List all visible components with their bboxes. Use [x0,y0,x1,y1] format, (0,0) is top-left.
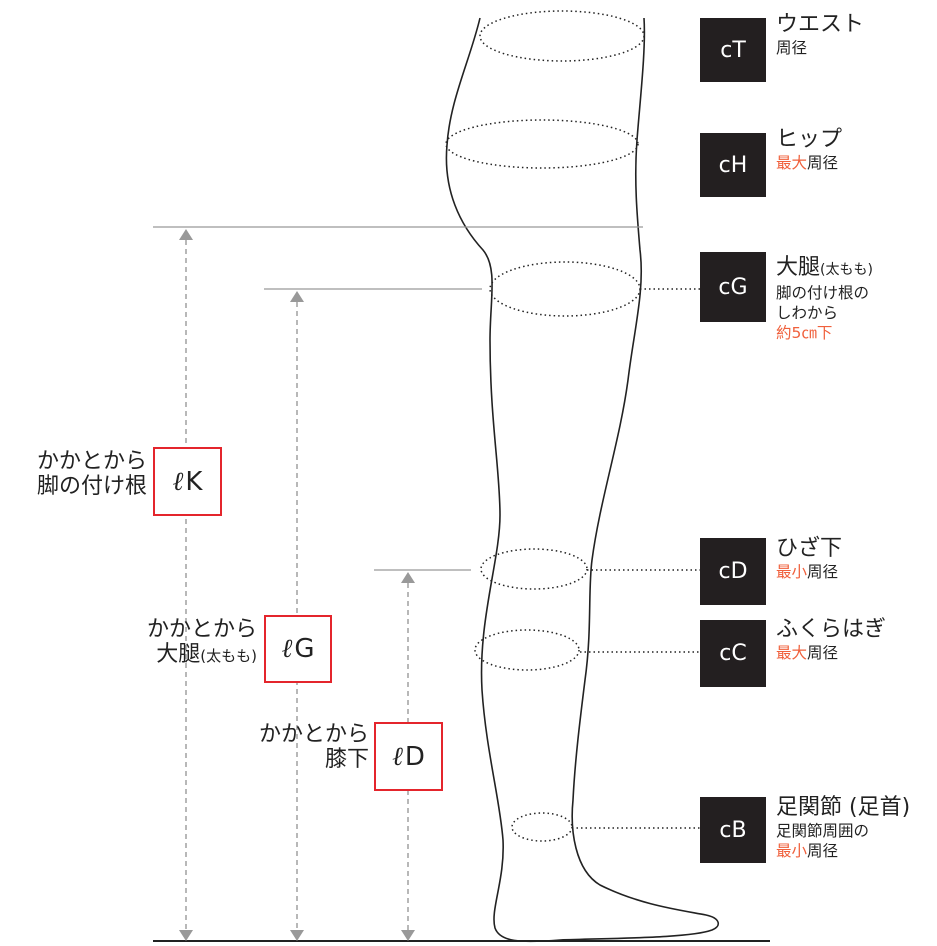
length-D-label: かかとから 膝下 [259,722,369,772]
waist-sub: 周径 [776,39,808,57]
length-G-label: かかとから 大腿(太もも) [147,617,257,669]
ankle-label: 足関節 (足首) 足関節周囲の 最小周径 [776,795,910,861]
below-knee-title: ひざ下 [776,536,843,561]
length-D-letter: D [404,741,425,772]
length-G-letter: G [294,634,315,664]
badge-cD: cD [700,538,766,605]
length-G-line1: かかとから [146,617,257,642]
waist-title: ウエスト [776,12,865,37]
thigh-line3: しわから [776,304,839,322]
ell-symbol: ℓ [172,466,184,497]
length-K-line2: 脚の付け根 [36,474,147,499]
length-G-line2: 大腿(太もも) [156,642,257,667]
length-K-label: かかとから 脚の付け根 [37,449,147,499]
calf-title: ふくらはぎ [776,617,887,642]
thigh-line4: 約5㎝下 [776,324,833,342]
ankle-title: 足関節 (足首) [776,795,911,820]
badge-cT: cT [700,18,766,82]
badge-cH: cH [700,133,766,197]
length-D-line1: かかとから [258,722,369,747]
below-knee-ellipse [480,548,588,590]
calf-ellipse [474,629,580,671]
leg-outline [445,17,719,943]
ell-symbol: ℓ [281,634,293,664]
hip-title: ヒップ [776,127,843,152]
badge-cG: cG [700,252,766,322]
thigh-line2: 脚の付け根の [776,284,870,302]
calf-label: ふくらはぎ 最大周径 [776,617,886,663]
length-K-letter: K [185,466,203,497]
ell-symbol: ℓ [392,741,403,772]
badge-cB: cB [700,797,766,863]
length-K-line1: かかとから [36,449,147,474]
thigh-label: 大腿(太もも) 脚の付け根の しわから 約5㎝下 [776,255,873,343]
hip-sub: 最大周径 [776,154,839,172]
ankle-sub: 最小周径 [776,842,839,860]
calf-sub: 最大周径 [776,644,839,662]
below-knee-label: ひざ下 最小周径 [776,536,842,582]
badge-cC: cC [700,620,766,687]
below-knee-sub: 最小周径 [776,563,839,581]
hip-ellipse [445,119,639,169]
length-guide-K [179,229,193,941]
ankle-ellipse [511,812,573,842]
length-guide-G [290,291,304,941]
waist-label: ウエスト 周径 [776,12,864,58]
hip-label: ヒップ 最大周径 [776,127,842,173]
waist-ellipse [479,10,645,62]
length-D-line2: 膝下 [324,747,369,772]
thigh-ellipse [489,261,641,317]
ankle-line2: 足関節周囲の [776,822,870,840]
thigh-title: 大腿(太もも) [776,255,873,280]
